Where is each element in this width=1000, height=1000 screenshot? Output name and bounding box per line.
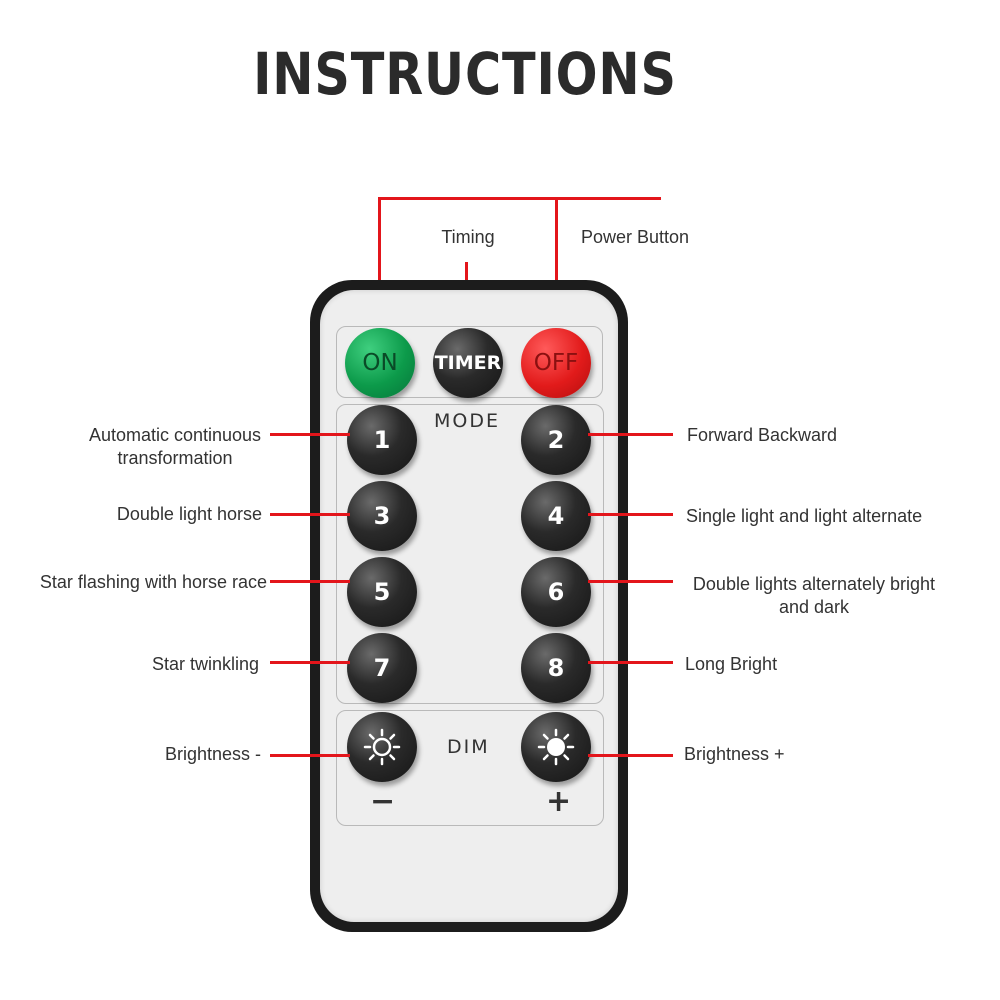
- callout-line-5: [270, 580, 350, 583]
- callout-line-1: [270, 433, 350, 436]
- plus-sign: +: [546, 784, 572, 819]
- mode-button-6[interactable]: 6: [521, 557, 591, 627]
- timer-button[interactable]: TIMER: [433, 328, 503, 398]
- power-button-label: Power Button: [581, 227, 690, 247]
- callout-line-4: [588, 513, 673, 516]
- callout-line-8: [588, 661, 673, 664]
- callout-line-2: [588, 433, 673, 436]
- mode-button-5[interactable]: 5: [347, 557, 417, 627]
- callout-line-dim-plus: [588, 754, 673, 757]
- mode-panel: [336, 404, 604, 704]
- mode-button-7[interactable]: 7: [347, 633, 417, 703]
- label-button-7: Star twinkling: [151, 654, 259, 674]
- timing-label: Timing: [441, 227, 495, 247]
- label-button-8: Long Bright: [685, 654, 778, 674]
- label-button-3: Double light horse: [116, 504, 262, 524]
- mode-button-1[interactable]: 1: [347, 405, 417, 475]
- label-button-6: Double lights alternately bright and dar…: [692, 574, 936, 617]
- brightness-down-button[interactable]: [347, 712, 417, 782]
- mode-label: MODE: [434, 410, 500, 432]
- callout-line-3: [270, 513, 350, 516]
- label-brightness-minus: Brightness -: [164, 744, 261, 764]
- page-title: INSTRUCTIONS: [253, 40, 677, 108]
- sun-filled-icon: [537, 728, 575, 766]
- mode-button-2[interactable]: 2: [521, 405, 591, 475]
- off-connector-vertical: [555, 197, 558, 347]
- brightness-up-button[interactable]: [521, 712, 591, 782]
- dim-label: DIM: [447, 736, 490, 758]
- dim-panel: [336, 710, 604, 826]
- label-button-4: Single light and light alternate: [686, 506, 923, 526]
- callout-line-7: [270, 661, 350, 664]
- off-button[interactable]: OFF: [521, 328, 591, 398]
- callout-line-dim-minus: [270, 754, 350, 757]
- label-button-5: Star flashing with horse race: [39, 572, 267, 592]
- label-button-1: Automatic continuous transformation: [88, 425, 262, 468]
- power-connector-horizontal: [378, 197, 661, 200]
- mode-button-4[interactable]: 4: [521, 481, 591, 551]
- sun-outline-icon: [363, 728, 401, 766]
- mode-button-8[interactable]: 8: [521, 633, 591, 703]
- mode-button-3[interactable]: 3: [347, 481, 417, 551]
- callout-line-6: [588, 580, 673, 583]
- minus-sign: −: [370, 784, 396, 819]
- label-button-2: Forward Backward: [687, 425, 838, 445]
- on-connector-vertical: [378, 197, 381, 347]
- on-button[interactable]: ON: [345, 328, 415, 398]
- label-brightness-plus: Brightness +: [684, 744, 785, 764]
